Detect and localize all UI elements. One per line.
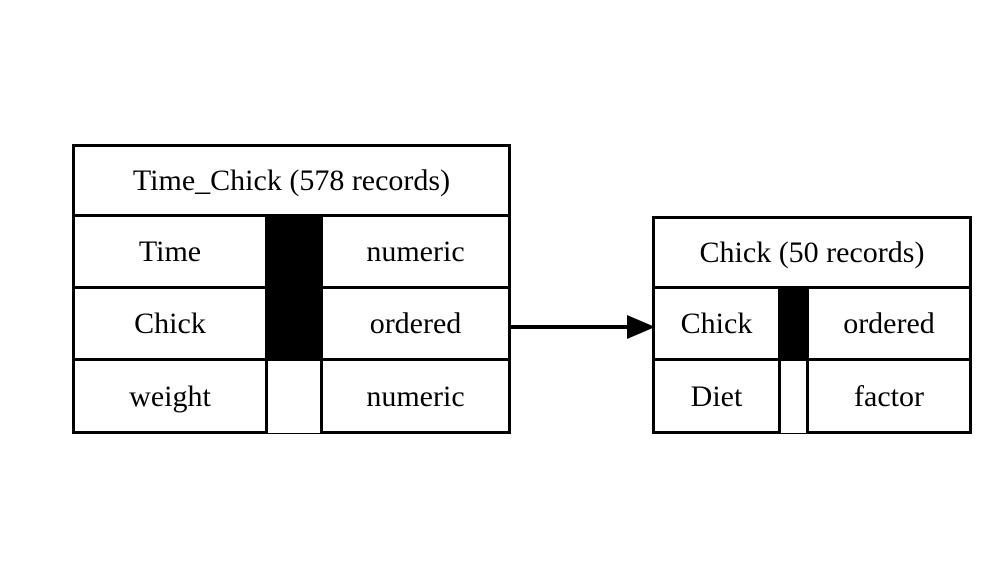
entity-table-time-chick[interactable]: Time_Chick (578 records) Time numeric Ch… xyxy=(72,144,511,434)
field-type: numeric xyxy=(366,380,465,413)
table-row[interactable]: weight numeric xyxy=(75,361,508,433)
field-name: Diet xyxy=(690,380,743,413)
entity-header-chick: Chick (50 records) xyxy=(655,219,969,289)
field-type: factor xyxy=(854,380,924,413)
non-key-marker-icon xyxy=(778,361,809,433)
field-name: Time xyxy=(138,234,202,268)
non-key-marker-icon xyxy=(265,361,323,433)
table-row[interactable]: Diet factor xyxy=(655,361,969,433)
field-type: ordered xyxy=(843,306,935,340)
field-type: numeric xyxy=(366,234,465,268)
table-row[interactable]: Chick ordered xyxy=(655,289,969,361)
arrowhead-icon xyxy=(627,315,655,339)
entity-table-chick[interactable]: Chick (50 records) Chick ordered Diet fa… xyxy=(652,216,972,434)
relationship-arrow-time-chick-to-chick xyxy=(511,315,655,339)
table-row[interactable]: Chick ordered xyxy=(75,289,508,361)
primary-key-marker-icon xyxy=(778,289,809,358)
entity-header-time-chick: Time_Chick (578 records) xyxy=(75,147,508,217)
field-type: ordered xyxy=(369,306,462,340)
field-name: weight xyxy=(129,380,211,413)
primary-key-marker-icon xyxy=(265,289,323,358)
primary-key-marker-icon xyxy=(265,217,323,286)
field-name: Chick xyxy=(680,306,753,340)
table-row[interactable]: Time numeric xyxy=(75,217,508,289)
field-name: Chick xyxy=(134,306,206,340)
